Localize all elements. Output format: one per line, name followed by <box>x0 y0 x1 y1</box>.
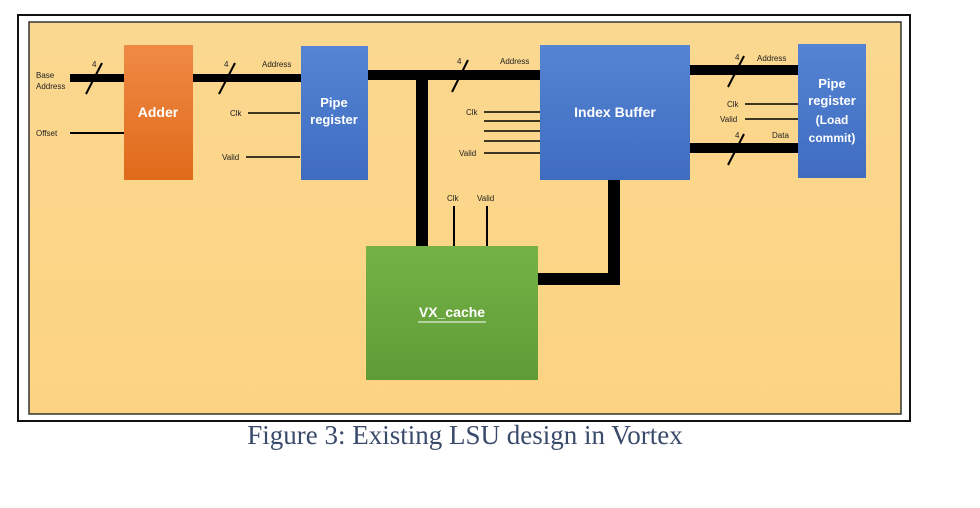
valid-label-1: Valid <box>222 153 239 162</box>
vx-cache-block <box>366 246 538 380</box>
valid-label-2: Valid <box>720 115 737 124</box>
valid-label-cache: Valid <box>477 194 494 203</box>
adder-to-pipe-bus <box>193 74 301 82</box>
adder-block <box>124 45 193 180</box>
pipe-to-index-bus <box>368 70 540 80</box>
clk-label-2: Clk <box>727 100 740 109</box>
clk-label-ib: Clk <box>466 108 479 117</box>
cache-return-bus-h <box>538 273 620 285</box>
address-label-2: Address <box>500 57 529 66</box>
pipe-register-2-block <box>798 44 866 178</box>
clk-label-cache: Clk <box>447 194 460 203</box>
base-address-label-line2: Address <box>36 82 65 91</box>
cache-address-bus <box>416 76 428 246</box>
pipe-register-1-block <box>301 46 368 180</box>
address-label-1: Address <box>262 60 291 69</box>
bus-slash-data-out <box>727 133 745 166</box>
data-label: Data <box>772 131 789 140</box>
pipe-register-2-label-line1: Pipe <box>818 76 845 91</box>
bus-slash-mid <box>451 59 469 93</box>
pipe-register-2-label-line3: (Load <box>816 113 849 127</box>
vx-cache-label: VX_cache <box>419 304 485 320</box>
clk-label-1: Clk <box>230 109 243 118</box>
pipe-register-2-label-line2: register <box>808 93 856 108</box>
bus-slash-base <box>85 62 103 95</box>
bus-width-base: 4 <box>92 60 97 69</box>
address-label-3: Address <box>757 54 786 63</box>
valid-label-ib: Valid <box>459 149 476 158</box>
pipe-register-1-label-line1: Pipe <box>320 95 347 110</box>
figure-caption: Figure 3: Existing LSU design in Vortex <box>247 420 683 450</box>
data-out-bus <box>690 143 798 153</box>
adder-label: Adder <box>138 104 179 120</box>
index-buffer-label: Index Buffer <box>574 104 656 120</box>
pipe-register-2-label-line4: commit) <box>809 131 856 145</box>
bus-slash-adder <box>218 62 236 95</box>
pipe-register-1-label-line2: register <box>310 112 358 127</box>
bus-slash-addr-out <box>727 55 745 88</box>
bus-width-addr-out: 4 <box>735 53 740 62</box>
base-address-label-line1: Base <box>36 71 55 80</box>
offset-label: Offset <box>36 129 58 138</box>
bus-width-mid: 4 <box>457 57 462 66</box>
bus-width-adder: 4 <box>224 60 229 69</box>
cache-return-bus-v <box>608 180 620 285</box>
bus-width-data-out: 4 <box>735 131 740 140</box>
address-out-bus <box>690 65 798 75</box>
index-buffer-block <box>540 45 690 180</box>
base-address-bus <box>70 74 124 82</box>
